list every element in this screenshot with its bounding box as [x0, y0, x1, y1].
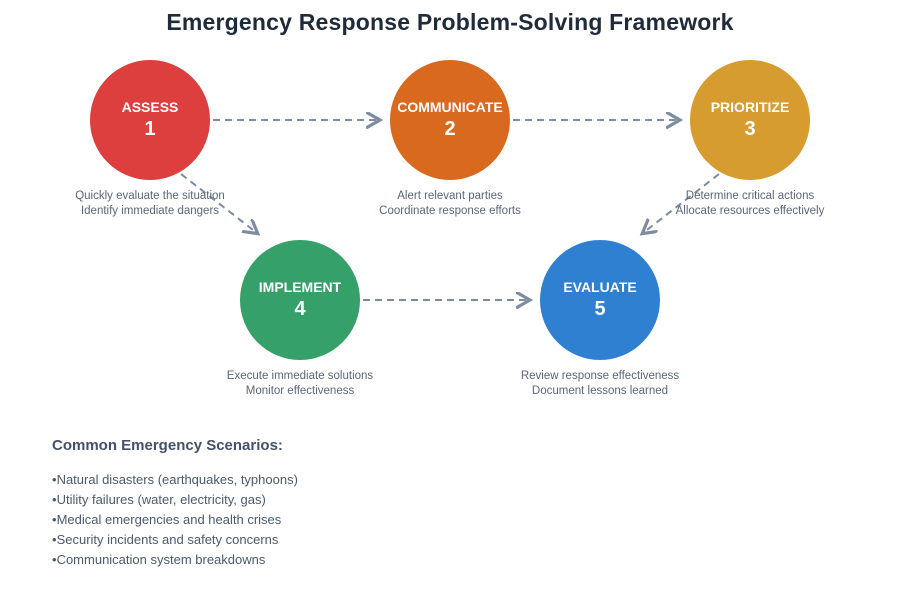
step-label-assess: ASSESS [121, 99, 179, 115]
common-scenarios-section: Common Emergency Scenarios: Natural disa… [52, 437, 652, 570]
step-circle-assess: ASSESS 1 [90, 60, 210, 180]
step-number-evaluate: 5 [594, 298, 606, 320]
caption-line: Alert relevant parties [397, 190, 503, 202]
caption-line: Determine critical actions [685, 190, 815, 202]
caption-line: Quickly evaluate the situation [75, 190, 225, 202]
step-label-evaluate: EVALUATE [563, 279, 637, 295]
caption-line: Coordinate response efforts [379, 205, 521, 217]
step-label-implement: IMPLEMENT [258, 279, 342, 295]
step-number-assess: 1 [144, 118, 156, 140]
scenario-item: Utility failures (water, electricity, ga… [52, 490, 652, 510]
step-caption-implement: Execute immediate solutions Monitor effe… [180, 369, 420, 399]
caption-line: Allocate resources effectively [675, 205, 825, 217]
step-number-communicate: 2 [444, 118, 456, 140]
caption-line: Identify immediate dangers [80, 205, 220, 217]
step-circle-communicate: COMMUNICATE 2 [390, 60, 510, 180]
arrow-prioritize-to-evaluate [643, 173, 720, 233]
arrow-assess-to-implement [180, 173, 257, 233]
caption-line: Execute immediate solutions [226, 370, 374, 382]
step-label-prioritize: PRIORITIZE [710, 99, 790, 115]
step-circle-prioritize: PRIORITIZE 3 [690, 60, 810, 180]
step-circle-implement: IMPLEMENT 4 [240, 240, 360, 360]
step-number-prioritize: 3 [744, 118, 756, 140]
caption-line: Review response effectiveness [520, 370, 680, 382]
scenarios-list: Natural disasters (earthquakes, typhoons… [52, 470, 652, 570]
step-circle-evaluate: EVALUATE 5 [540, 240, 660, 360]
step-label-communicate: COMMUNICATE [397, 99, 503, 115]
caption-line: Document lessons learned [531, 385, 669, 397]
step-caption-assess: Quickly evaluate the situation Identify … [30, 189, 270, 219]
step-number-implement: 4 [294, 298, 306, 320]
caption-line: Monitor effectiveness [245, 385, 355, 397]
flow-connectors [180, 0, 720, 420]
scenario-item: Natural disasters (earthquakes, typhoons… [52, 470, 652, 490]
scenario-item: Security incidents and safety concerns [52, 530, 652, 550]
scenario-item: Communication system breakdowns [52, 550, 652, 570]
page-title: Emergency Response Problem-Solving Frame… [166, 9, 734, 35]
step-caption-communicate: Alert relevant parties Coordinate respon… [330, 189, 570, 219]
step-caption-evaluate: Review response effectiveness Document l… [480, 369, 720, 399]
step-caption-prioritize: Determine critical actions Allocate reso… [630, 189, 870, 219]
scenario-item: Medical emergencies and health crises [52, 510, 652, 530]
scenarios-heading: Common Emergency Scenarios: [52, 437, 283, 454]
